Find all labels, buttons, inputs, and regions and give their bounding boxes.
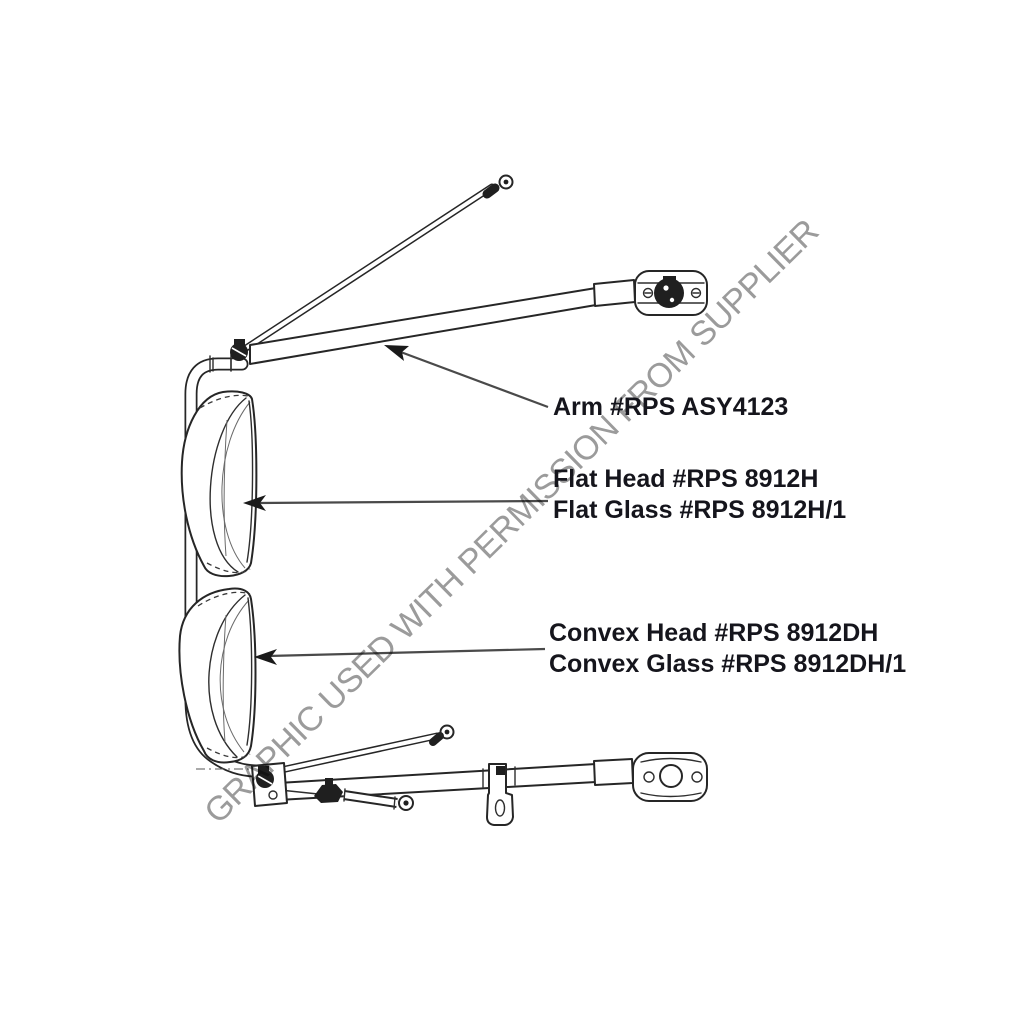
- adjuster-link: [279, 778, 414, 811]
- upper-brace-rod: [239, 174, 514, 354]
- arm-part-label: Arm #RPS ASY4123: [553, 393, 789, 421]
- flat-glass-line2: Flat Glass #RPS 8912H/1: [553, 496, 847, 524]
- hanger-bracket: [482, 763, 516, 826]
- upper-arm: [249, 279, 636, 365]
- arm-leader-line: [384, 345, 549, 409]
- convex-mirror-head: [178, 587, 257, 764]
- flat-head-part-label: Flat Head #RPS 8912H Flat Glass #RPS 891…: [553, 464, 846, 526]
- convex-head-part-label: Convex Head #RPS 8912DH Convex Glass #RP…: [549, 618, 906, 680]
- convex-head-leader-line: [254, 647, 546, 665]
- flat-mirror-head: [180, 390, 258, 578]
- upper-mount-bracket: [634, 270, 708, 316]
- flat-head-line1: Flat Head #RPS 8912H: [553, 465, 819, 493]
- lower-brace-rod: [268, 724, 455, 776]
- corner-clamp: [209, 339, 248, 373]
- convex-head-line1: Convex Head #RPS 8912DH: [549, 619, 879, 647]
- convex-glass-line2: Convex Glass #RPS 8912DH/1: [549, 650, 907, 678]
- flat-head-leader-line: [243, 495, 549, 511]
- pivot-clamp: [251, 762, 288, 807]
- lower-mount-bracket: [632, 752, 708, 802]
